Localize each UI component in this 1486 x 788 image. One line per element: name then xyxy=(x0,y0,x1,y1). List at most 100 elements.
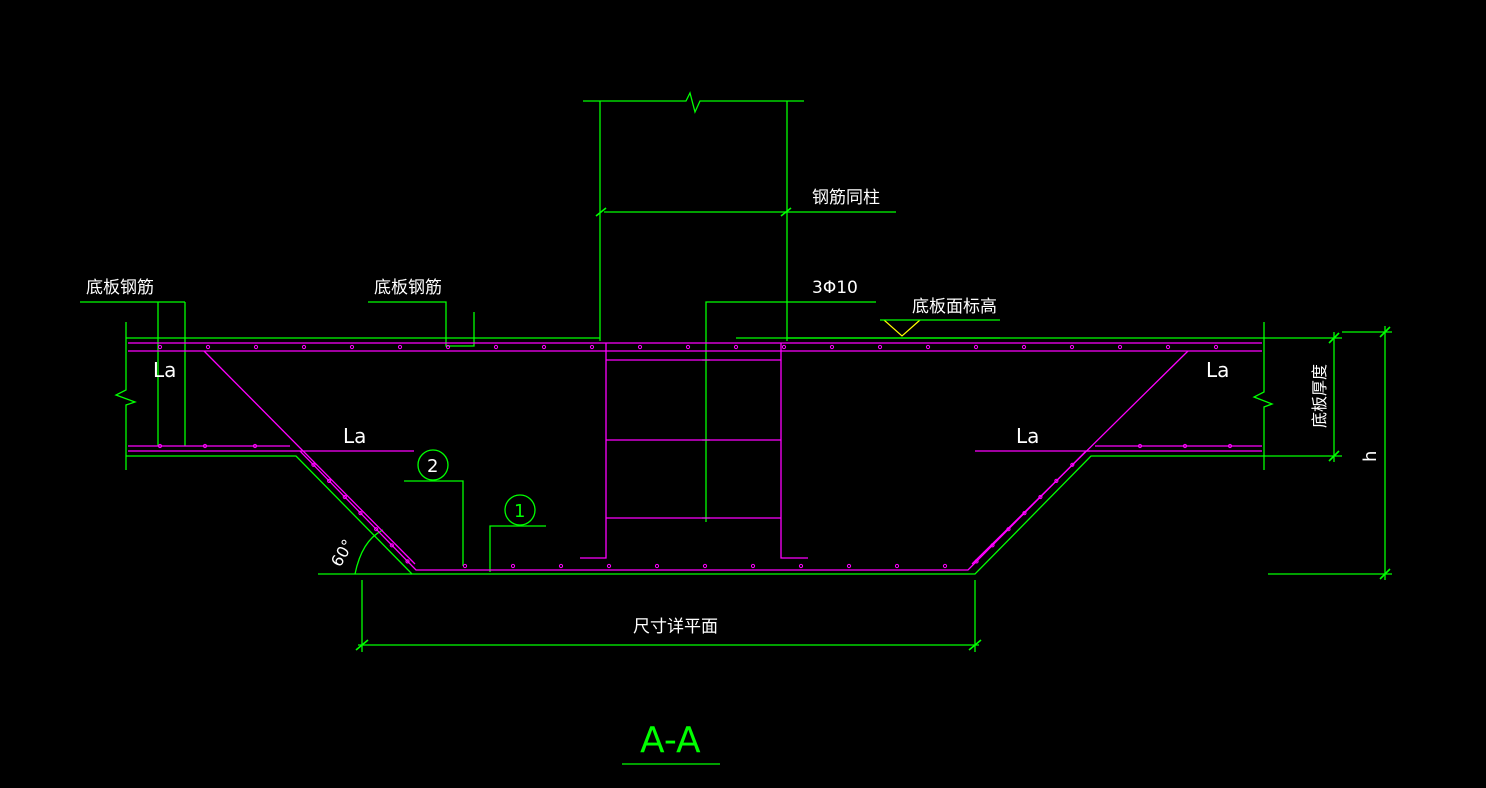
bar-mark-2-circle xyxy=(417,449,449,481)
rebar-dot xyxy=(342,494,347,500)
dimension-ticks xyxy=(355,207,1391,651)
rebar-dot xyxy=(846,563,852,569)
rebar-dot xyxy=(1117,344,1123,350)
rebar-dot xyxy=(510,563,516,569)
rebar-dot xyxy=(685,344,691,350)
leader-bar-2 xyxy=(404,480,464,566)
slab-left-edge xyxy=(114,322,137,470)
label-la-top-left: La xyxy=(153,358,176,382)
rebar-dot xyxy=(445,344,451,350)
rebar-dot xyxy=(327,478,332,483)
rebar-dot xyxy=(654,563,660,569)
rebar-dots xyxy=(157,344,1233,569)
section-title: A-A xyxy=(640,720,701,761)
rebar-dot xyxy=(606,563,612,569)
label-bottom-rebar-mid: 底板钢筋 xyxy=(374,278,442,298)
rebar-dot xyxy=(973,344,979,350)
rebar-dot xyxy=(1021,344,1027,350)
rebar-dot xyxy=(925,344,931,350)
rebar-dot xyxy=(374,527,379,532)
rebar-dot xyxy=(157,344,163,350)
tick xyxy=(1379,326,1391,338)
rebar-dot xyxy=(253,344,259,350)
label-bottom-rebar-left: 底板钢筋 xyxy=(86,278,154,298)
rebar-dot xyxy=(349,344,355,350)
rebar-dot xyxy=(750,563,756,569)
rebar-dot xyxy=(1038,494,1043,500)
diag-rebar-right xyxy=(971,350,1189,565)
tick xyxy=(1328,332,1340,344)
rebar-dot xyxy=(990,543,995,548)
label-angle: 60° xyxy=(327,536,358,570)
rebar-dot xyxy=(301,344,307,350)
rebar-dot xyxy=(1070,462,1075,467)
diag-rebar-left xyxy=(203,350,416,565)
leader-bar-1 xyxy=(489,525,546,572)
label-rebar-same-column: 钢筋同柱 xyxy=(812,188,880,208)
tick xyxy=(968,639,982,651)
column-bar-right xyxy=(780,343,808,559)
rebar-dot xyxy=(493,344,499,350)
rebar-dot xyxy=(558,563,564,569)
slab-bottom-and-pit xyxy=(126,455,1268,575)
rebar-dot xyxy=(942,563,948,569)
rebar-dot xyxy=(702,563,708,569)
rebar-dot xyxy=(252,443,258,449)
rebar-dot xyxy=(202,443,208,449)
label-la-top-right: La xyxy=(1206,358,1229,382)
rebar-dot xyxy=(389,543,394,548)
rebar-dot xyxy=(1227,443,1233,449)
rebar-dot xyxy=(541,344,547,350)
rebar-dot xyxy=(157,443,163,449)
elevation-symbol xyxy=(883,319,921,337)
rebar-dot xyxy=(637,344,643,350)
rebar-dot xyxy=(894,563,900,569)
tick xyxy=(1328,450,1340,462)
tick xyxy=(1379,568,1391,580)
text-labels: 底板钢筋 底板钢筋 钢筋同柱 3Φ10 底板面标高 La La La La 60… xyxy=(86,188,1381,761)
rebar-dot xyxy=(311,462,316,467)
structure-lines xyxy=(80,91,1392,765)
column-top-break-line xyxy=(583,91,804,114)
rebar-dot xyxy=(1165,344,1171,350)
slab-right-edge xyxy=(1252,322,1274,470)
rebar-dot xyxy=(1069,344,1075,350)
rebar-dot xyxy=(798,563,804,569)
rebar-dot xyxy=(405,559,410,564)
label-height: h xyxy=(1360,451,1381,462)
rebar-dot xyxy=(1182,443,1188,449)
column-bar-left xyxy=(580,343,607,559)
label-bar-mark-1: 1 xyxy=(514,501,525,522)
label-slab-top-elevation: 底板面标高 xyxy=(912,297,997,317)
rebar-dot xyxy=(1006,527,1011,532)
label-bar-mark-2: 2 xyxy=(427,456,438,477)
rebar-dot xyxy=(462,563,468,569)
bar-mark-1-circle xyxy=(504,494,536,526)
label-la-mid-left: La xyxy=(343,424,366,448)
bottom-rebar-left xyxy=(128,450,1262,571)
label-slab-thickness: 底板厚度 xyxy=(1310,364,1329,428)
tick xyxy=(595,207,607,217)
angle-arc xyxy=(354,529,384,575)
rebar-dot xyxy=(1022,510,1027,516)
rebar-dot xyxy=(1213,344,1219,350)
rebar-lines xyxy=(128,342,1262,571)
rebar-dot xyxy=(781,344,787,350)
label-dimension-note: 尺寸详平面 xyxy=(633,617,718,637)
leader-stirrup xyxy=(705,301,876,522)
tick xyxy=(355,639,369,651)
rebar-dot xyxy=(205,344,211,350)
rebar-dot xyxy=(589,344,595,350)
rebar-dot xyxy=(974,559,979,564)
rebar-dot xyxy=(397,344,403,350)
rebar-dot xyxy=(1137,443,1143,449)
rebar-dot xyxy=(1054,478,1059,483)
tick xyxy=(780,207,792,217)
rebar-dot xyxy=(733,344,739,350)
leader-bottom-rebar-mid xyxy=(368,301,475,347)
rebar-dot xyxy=(358,510,363,516)
rebar-dot xyxy=(829,344,835,350)
rebar-dot xyxy=(877,344,883,350)
label-la-mid-right: La xyxy=(1016,424,1039,448)
